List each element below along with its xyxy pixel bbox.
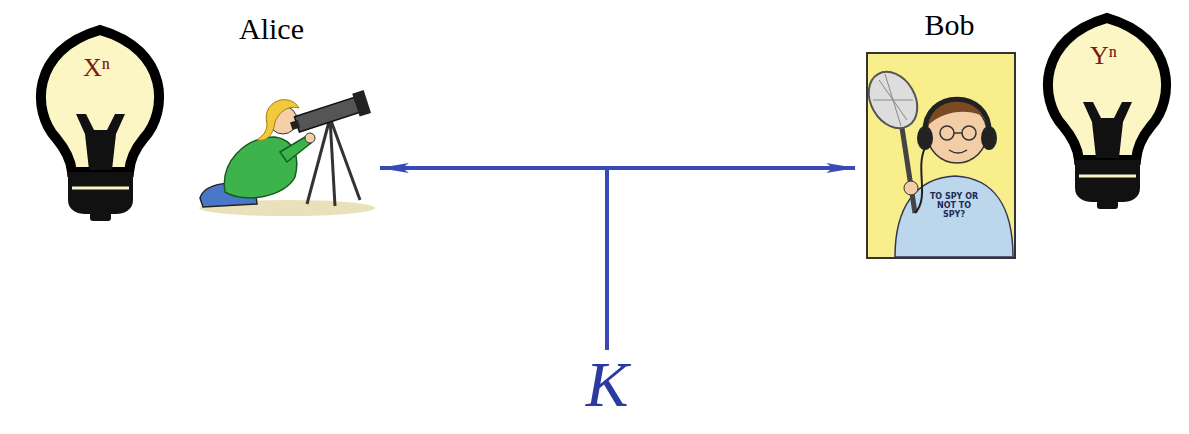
- node-label: Yⁿ: [1090, 42, 1117, 71]
- bob-figure: [855, 8, 1020, 263]
- bulb-outline: [1035, 8, 1180, 213]
- bulb-outline: [28, 20, 173, 225]
- key-arrow: [607, 168, 855, 350]
- node-label: Xⁿ: [83, 54, 110, 83]
- key-arrow: [380, 168, 607, 350]
- node-label: Bob: [924, 8, 974, 41]
- light-bulb: Yⁿ: [1035, 8, 1180, 213]
- light-bulb: Xⁿ: [28, 20, 173, 225]
- shirt-text: TO SPY OR NOT TO SPY?: [925, 192, 983, 220]
- bob-figure: Bob: [855, 8, 1020, 263]
- node-label: Alice: [239, 12, 304, 45]
- shirt-text: TO SPY OR NOT TO SPY?: [925, 192, 983, 220]
- node-label: K: [586, 350, 629, 420]
- alice-figure: Alice: [195, 12, 380, 217]
- key-node: K: [578, 350, 636, 428]
